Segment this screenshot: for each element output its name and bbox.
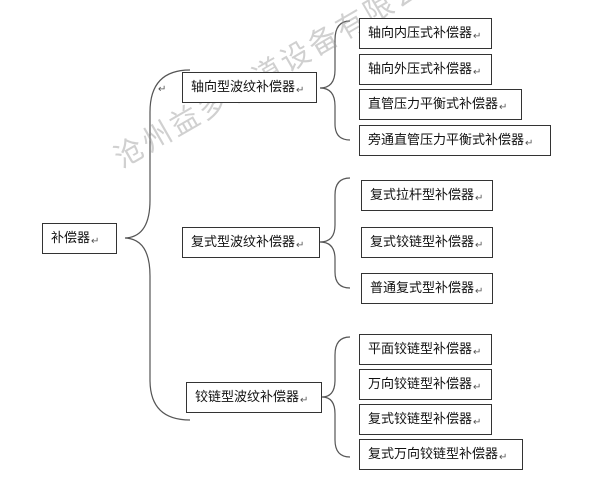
paragraph-mark: ↵ <box>296 84 305 96</box>
group-2-brace <box>319 177 351 289</box>
leaf-node: 直管压力平衡式补偿器↵ <box>359 89 522 120</box>
root-brace <box>124 69 191 421</box>
paragraph-mark: ↵ <box>475 192 484 204</box>
leaf-node: 平面铰链型补偿器↵ <box>359 334 492 365</box>
leaf-node: 旁通直管压力平衡式补偿器↵ <box>359 125 551 156</box>
root-node: 补偿器↵ <box>42 223 117 254</box>
leaf-label: 轴向内压式补偿器 <box>368 26 473 41</box>
leaf-label: 复式拉杆型补偿器 <box>370 188 475 203</box>
leaf-node: 复式铰链型补偿器↵ <box>361 227 493 258</box>
leaf-label: 复式铰链型补偿器 <box>370 235 475 250</box>
leaf-node: 普通复式型补偿器↵ <box>361 273 493 304</box>
paragraph-mark: ↵ <box>296 239 305 251</box>
group-3-brace <box>321 336 351 458</box>
paragraph-mark: ↵ <box>475 285 484 297</box>
paragraph-mark: ↵ <box>473 66 482 78</box>
paragraph-mark: ↵ <box>473 381 482 393</box>
leaf-node: 轴向内压式补偿器↵ <box>359 18 492 49</box>
paragraph-mark: ↵ <box>158 84 167 95</box>
leaf-label: 复式万向铰链型补偿器 <box>368 447 499 462</box>
leaf-label: 直管压力平衡式补偿器 <box>368 97 499 112</box>
paragraph-mark: ↵ <box>473 346 482 358</box>
paragraph-mark: ↵ <box>473 416 482 428</box>
leaf-node: 复式铰链型补偿器↵ <box>359 404 492 435</box>
root-label: 补偿器 <box>51 231 91 246</box>
paragraph-mark: ↵ <box>499 451 508 463</box>
leaf-label: 平面铰链型补偿器 <box>368 342 473 357</box>
paragraph-mark: ↵ <box>475 239 484 251</box>
leaf-label: 旁通直管压力平衡式补偿器 <box>368 133 525 148</box>
paragraph-mark: ↵ <box>525 137 534 149</box>
paragraph-mark: ↵ <box>300 394 309 406</box>
group-node-hinged: 铰链型波纹补偿器↵ <box>186 382 322 413</box>
leaf-node: 万向铰链型补偿器↵ <box>359 369 492 400</box>
paragraph-mark: ↵ <box>473 30 482 42</box>
leaf-node: 复式拉杆型补偿器↵ <box>361 180 493 211</box>
leaf-node: 复式万向铰链型补偿器↵ <box>359 439 523 470</box>
leaf-label: 万向铰链型补偿器 <box>368 377 473 392</box>
group-1-brace <box>319 20 351 141</box>
leaf-label: 轴向外压式补偿器 <box>368 62 473 77</box>
group-label: 铰链型波纹补偿器 <box>195 390 300 405</box>
group-node-compound: 复式型波纹补偿器↵ <box>182 227 320 258</box>
leaf-label: 普通复式型补偿器 <box>370 281 475 296</box>
paragraph-mark: ↵ <box>91 235 100 247</box>
group-label: 复式型波纹补偿器 <box>191 235 296 250</box>
group-label: 轴向型波纹补偿器 <box>191 80 296 95</box>
leaf-node: 轴向外压式补偿器↵ <box>359 54 492 85</box>
group-node-axial: 轴向型波纹补偿器↵ <box>182 72 317 103</box>
paragraph-mark: ↵ <box>499 101 508 113</box>
leaf-label: 复式铰链型补偿器 <box>368 412 473 427</box>
